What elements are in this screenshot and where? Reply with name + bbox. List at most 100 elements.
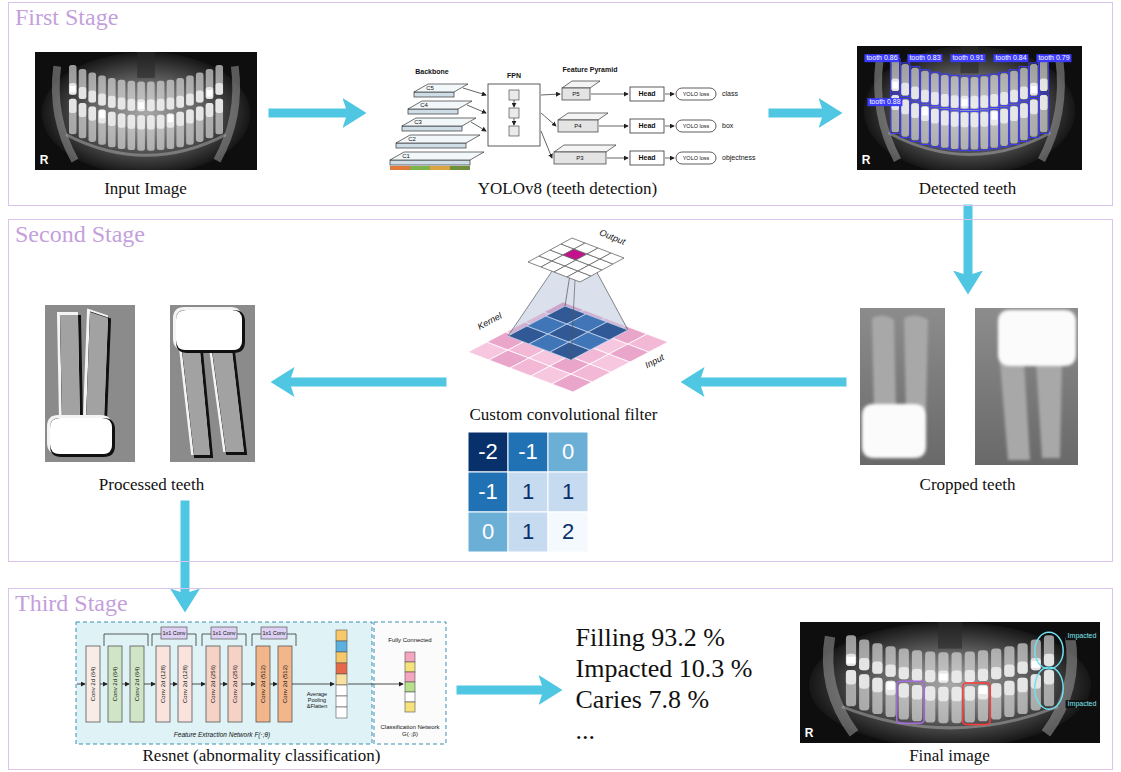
xray-crown bbox=[961, 96, 969, 109]
kernel-matrix bbox=[468, 432, 588, 552]
kernel-matrix-cell bbox=[548, 432, 588, 472]
flow-arrow bbox=[457, 686, 549, 695]
backbone-input-strip bbox=[430, 166, 450, 170]
pyramid-slab-front bbox=[554, 152, 606, 164]
layer-label: C1 bbox=[402, 153, 410, 160]
input-xray bbox=[35, 52, 257, 170]
head-arrow bbox=[607, 158, 628, 159]
pooled-vector-cell bbox=[336, 696, 347, 707]
head-label: Head bbox=[638, 122, 655, 130]
backbone-slab-top bbox=[402, 118, 476, 126]
xray-crown bbox=[941, 111, 949, 126]
xray-crown bbox=[196, 106, 204, 120]
panel-caption: Processed teeth bbox=[99, 475, 204, 495]
fpn-cell bbox=[509, 90, 519, 100]
conv-layer bbox=[278, 646, 292, 722]
kernel-value: 1 bbox=[522, 480, 534, 504]
xray-crown bbox=[79, 87, 87, 99]
xray-tooth bbox=[89, 106, 97, 141]
xray-crown bbox=[891, 95, 899, 110]
xray-tooth bbox=[69, 65, 77, 95]
detection-box bbox=[910, 67, 920, 100]
layer-label: Conv 2d (256) bbox=[232, 665, 239, 703]
emboss-face bbox=[86, 312, 108, 420]
loss-box bbox=[676, 152, 716, 164]
part-label: Feature Pyramid bbox=[563, 66, 618, 74]
panel-caption: Final image bbox=[909, 746, 990, 766]
detection-box bbox=[950, 111, 960, 150]
finding-outline bbox=[963, 683, 990, 725]
kernel-value: 0 bbox=[482, 520, 494, 544]
loss-box bbox=[676, 120, 716, 132]
conv-layer bbox=[130, 646, 144, 722]
xray-filling bbox=[207, 90, 213, 97]
fpn-cell bbox=[509, 126, 519, 136]
xray-tooth bbox=[128, 81, 136, 111]
pooled-vector-cell bbox=[336, 674, 347, 685]
image-panel: Processed teeth bbox=[38, 300, 266, 496]
xray-crown bbox=[872, 678, 882, 693]
side-marker: R bbox=[805, 727, 814, 740]
detection-box bbox=[930, 72, 940, 105]
detection-box bbox=[910, 102, 920, 141]
tooth-root bbox=[872, 315, 896, 410]
xray-tooth bbox=[1020, 103, 1028, 140]
layer-arrow bbox=[242, 684, 255, 685]
xray-crown bbox=[1018, 662, 1028, 674]
kernel-value: 1 bbox=[562, 480, 574, 504]
xray-tooth bbox=[859, 674, 869, 710]
xray-tooth bbox=[886, 646, 896, 677]
panel-caption: Custom convolutional filter bbox=[470, 405, 658, 425]
layer-label: P3 bbox=[576, 155, 583, 162]
detection-box bbox=[1039, 59, 1049, 92]
layer-arrow bbox=[77, 684, 85, 685]
xray-crown bbox=[89, 106, 97, 120]
xray-tooth bbox=[911, 68, 919, 99]
network-label: Classification Network G(·;β) bbox=[378, 724, 442, 737]
kernel-value: -2 bbox=[478, 440, 498, 464]
finding-outline bbox=[1035, 632, 1063, 669]
xray-tooth bbox=[98, 109, 106, 144]
pooled-vector-cell bbox=[336, 663, 347, 674]
fc-vector-cell bbox=[405, 672, 415, 682]
xray-tooth bbox=[921, 71, 929, 102]
processed-ground bbox=[170, 305, 255, 462]
xray-filling bbox=[99, 110, 105, 118]
xray-crown bbox=[978, 669, 988, 681]
layer-arrow bbox=[170, 684, 177, 685]
flow-arrow bbox=[181, 501, 190, 599]
backbone-slab-front bbox=[408, 109, 458, 114]
xray-spine bbox=[938, 622, 962, 649]
xray-tooth bbox=[912, 650, 922, 681]
xray-crown bbox=[1004, 681, 1014, 696]
xray-crown bbox=[931, 109, 939, 124]
xray-tooth bbox=[961, 112, 969, 149]
xray-crown bbox=[1000, 109, 1008, 124]
xray-crown bbox=[206, 87, 214, 99]
xray-crown bbox=[176, 96, 184, 108]
head-label: Head bbox=[638, 154, 655, 162]
layer-label: Conv 2d (64) bbox=[90, 667, 97, 702]
xray-tooth bbox=[941, 75, 949, 106]
xray-crown bbox=[991, 667, 1001, 679]
xray-tooth bbox=[901, 99, 909, 136]
fc-vector-cell bbox=[405, 652, 415, 662]
kernel-value: -1 bbox=[518, 440, 538, 464]
model-panel: Resnet (abnormality classification) bbox=[72, 618, 452, 767]
xray-tooth bbox=[899, 649, 909, 680]
tooth-crown bbox=[998, 310, 1076, 366]
layer-arrow bbox=[122, 684, 129, 685]
xray-tooth bbox=[1018, 643, 1028, 674]
xray-crown bbox=[941, 94, 949, 107]
xray-crown bbox=[859, 658, 869, 670]
kernel-matrix-cell bbox=[468, 472, 508, 512]
backbone-slab-front bbox=[396, 143, 466, 148]
detection-box bbox=[940, 110, 950, 149]
conv-layer bbox=[206, 646, 220, 722]
detection-label: tooth 0.91 bbox=[950, 54, 985, 62]
detection-box bbox=[989, 74, 999, 107]
pooled-vector-cell bbox=[336, 707, 347, 718]
xray-crown bbox=[147, 99, 155, 111]
detection-box bbox=[999, 108, 1009, 147]
xray-tooth bbox=[147, 115, 155, 150]
